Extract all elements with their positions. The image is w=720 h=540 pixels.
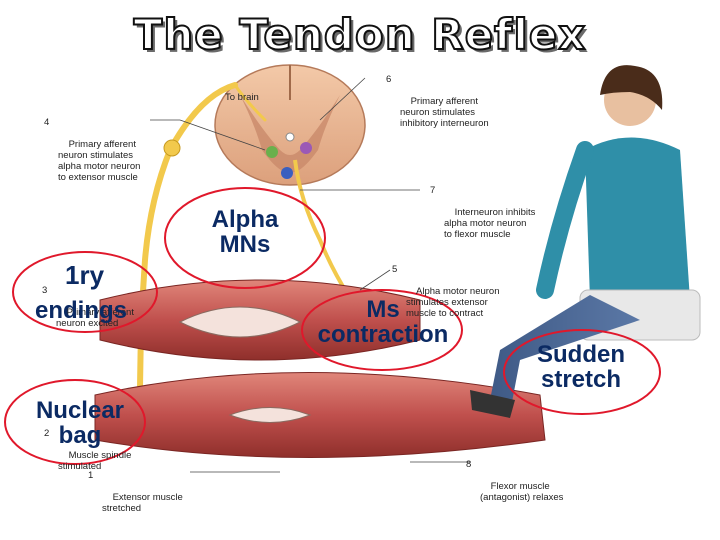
step-4-caption: 4 Primary afferent neuron stimulates alp… [44,117,141,194]
woman-figure [470,65,701,418]
inhibitory-dot [300,142,312,154]
extensor-muscle [99,279,421,361]
step-8-text: Flexor muscle (antagonist) relaxes [480,481,564,503]
step-6-caption: 6 Primary afferent neuron stimulates inh… [386,74,489,140]
interneuron-dot [281,167,293,179]
step-6-number: 6 [386,74,392,85]
step-5-caption: 5 Alpha motor neuron stimulates extensor… [392,264,500,330]
spinal-cord [214,64,366,186]
step-2-caption: 2 Muscle spindle stimulated [44,428,132,483]
step-3-text: Primary afferent neuron excited [56,307,134,329]
step-1-number: 1 [88,470,94,481]
step-1-caption: 1 Extensor muscle stretched [88,470,183,525]
step-8-number: 8 [466,459,472,470]
step-4-number: 4 [44,117,50,128]
to-brain-label: To brain [225,92,259,103]
primary-label-annotation: 1ry [65,260,105,290]
endings-annotation: endings [35,297,128,324]
sudden-stretch-annotation: Sudden stretch [537,341,625,394]
ganglion [163,139,181,157]
leader-lines [150,77,470,473]
step-8-caption: 8 Flexor muscle (antagonist) relaxes [466,459,564,514]
step-4-text: Primary afferent neuron stimulates alpha… [58,139,141,183]
step-2-number: 2 [44,428,50,439]
nuclear-bag-annotation: Nuclear bag [35,397,125,450]
step-3-caption: 3 Primary afferent neuron excited [42,285,134,340]
step-7-caption: 7 Interneuron inhibits alpha motor neuro… [430,185,536,251]
step-7-number: 7 [430,185,436,196]
step-5-text: Alpha motor neuron stimulates extensor m… [406,286,500,319]
step-5-number: 5 [392,264,398,275]
alpha-mns-annotation: Alpha MNs [211,206,279,259]
highlight-ovals [4,187,661,465]
page-title: The Tendon Reflex [133,9,587,60]
ms-contraction-annotation: Ms contraction [317,296,449,349]
step-3-number: 3 [42,285,48,296]
motor-neuron-dot [266,146,278,158]
step-2-text: Muscle spindle stimulated [58,450,132,472]
step-6-text: Primary afferent neuron stimulates inhib… [400,96,489,129]
step-7-text: Interneuron inhibits alpha motor neuron … [444,207,536,240]
step-1-text: Extensor muscle stretched [102,492,183,514]
flexor-muscle [94,372,546,458]
